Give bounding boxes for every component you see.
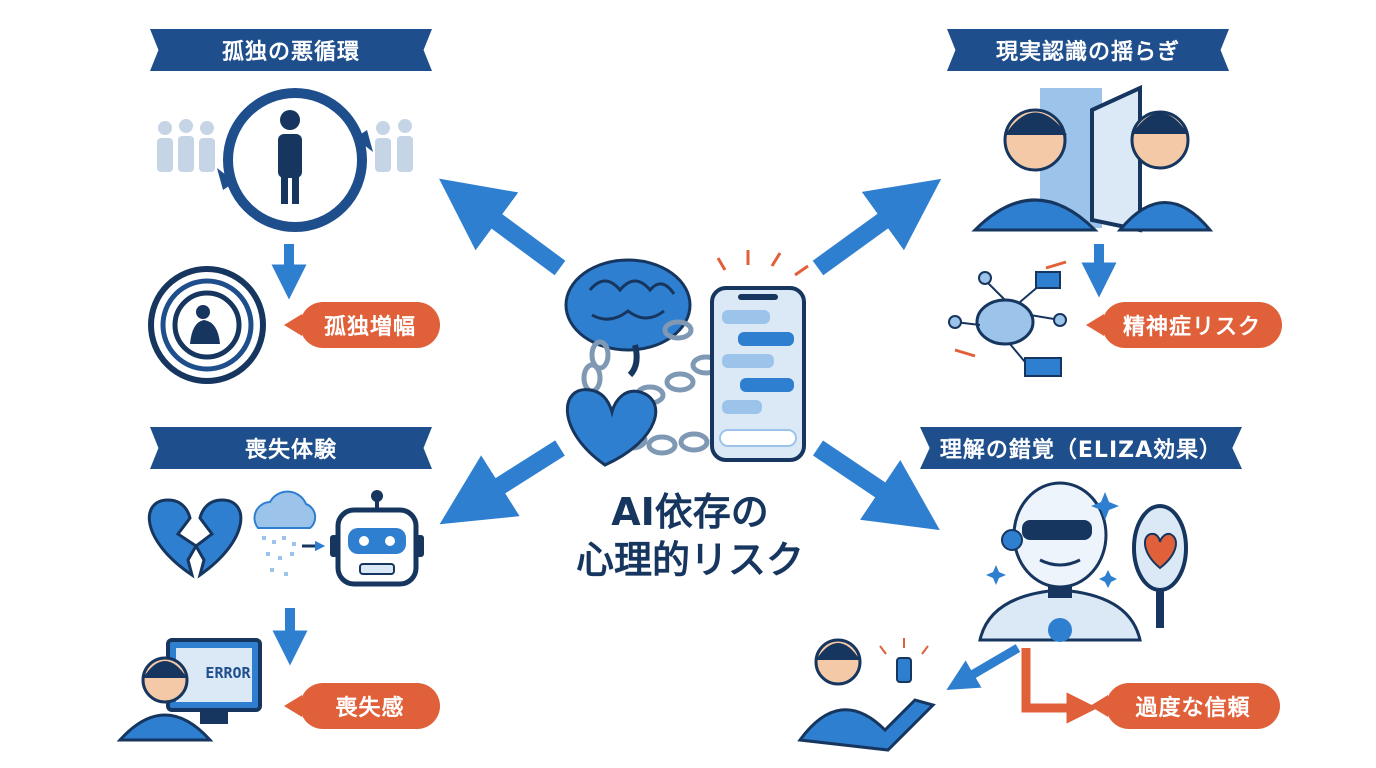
sparkle-icon — [986, 492, 1119, 588]
center-title-line1: AI依存の — [611, 490, 769, 534]
trusting-person-icon — [797, 638, 936, 752]
isolation-vortex-icon — [148, 266, 266, 384]
heading-reality-perception: 現実認識の揺らぎ — [947, 29, 1229, 71]
smartphone-icon — [710, 286, 806, 462]
callout-sense-of-loss: 喪失感 — [300, 683, 440, 729]
android-robot-icon — [978, 481, 1142, 642]
person-mirror-icon — [971, 84, 1214, 233]
heading-loneliness-loop: 孤独の悪循環 — [150, 29, 432, 71]
chaotic-mind-icon — [948, 260, 1067, 377]
arrow-to-top-left — [439, 178, 566, 276]
brain-icon — [564, 258, 692, 378]
arrow-to-bottom-left — [439, 440, 565, 525]
arrow-to-bottom-right — [812, 440, 940, 531]
crying-person-monitor-icon — [116, 638, 262, 742]
dissolving-cloud-icon — [253, 490, 317, 576]
alert-rays-icon — [716, 250, 809, 277]
arrow-to-person-icon — [946, 644, 1021, 690]
arrow-to-trust-icon — [1021, 648, 1098, 724]
arrow-to-top-right — [812, 178, 942, 276]
callout-excessive-trust: 過度な信頼 — [1106, 683, 1280, 729]
robot-icon — [330, 490, 424, 587]
center-title: AI依存の 心理的リスク — [540, 488, 840, 584]
hand-mirror-heart-icon — [1132, 504, 1188, 628]
heading-eliza-effect: 理解の錯覚（ELIZA効果） — [920, 427, 1242, 469]
callout-loneliness-amplification: 孤独増幅 — [300, 302, 440, 348]
center-title-line2: 心理的リスク — [575, 538, 804, 582]
heart-icon — [566, 388, 658, 467]
heading-loss-experience: 喪失体験 — [150, 427, 432, 469]
broken-heart-icon — [147, 498, 243, 579]
error-screen-text: ERROR — [205, 664, 251, 682]
loneliness-cycle-icon — [217, 88, 373, 232]
callout-psychosis-risk: 精神症リスク — [1102, 302, 1282, 348]
faded-people-icon — [157, 119, 413, 172]
